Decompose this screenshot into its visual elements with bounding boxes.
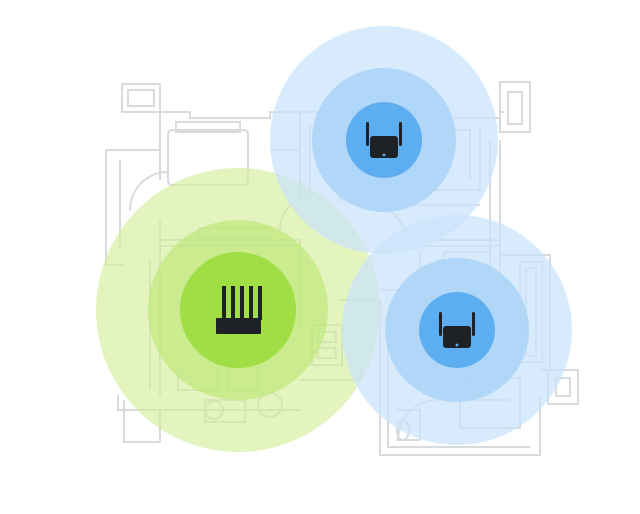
router-coverage-core bbox=[180, 252, 296, 368]
wifi-extender-icon bbox=[439, 312, 475, 348]
wifi-extender-icon bbox=[366, 122, 402, 158]
router-coverage bbox=[96, 168, 380, 452]
router-icon bbox=[216, 286, 262, 334]
